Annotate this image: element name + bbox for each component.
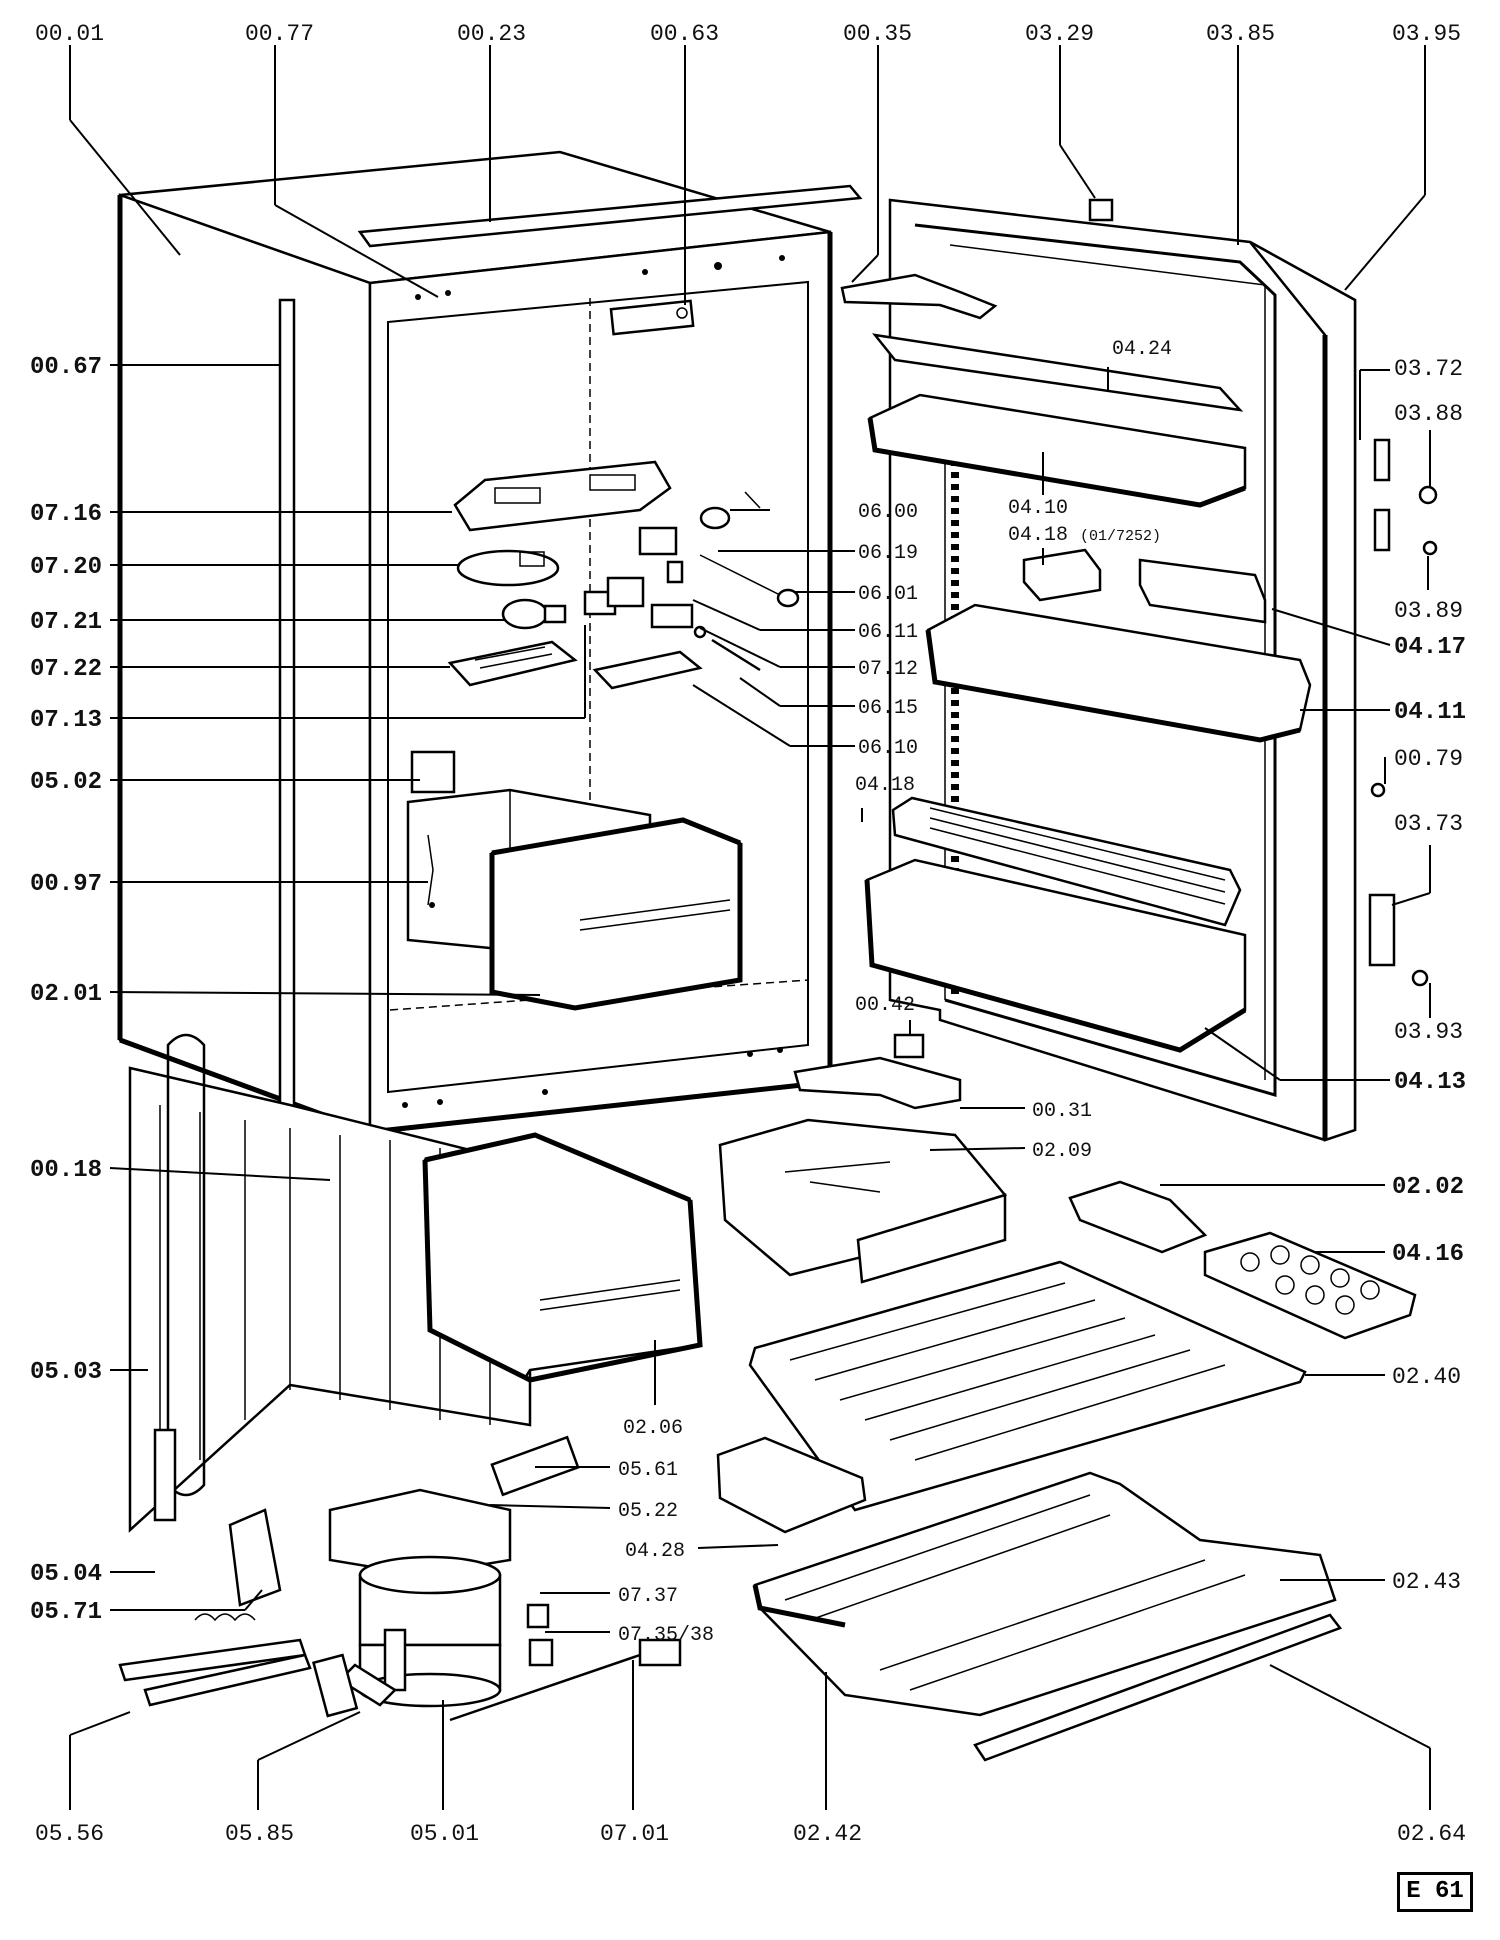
label-00-77: 00.77 [245, 21, 314, 47]
label-05-56: 05.56 [35, 1821, 104, 1847]
label-03-93: 03.93 [1394, 1019, 1463, 1045]
part-labels: 00.01 00.77 00.23 00.63 00.35 03.29 03.8… [30, 21, 1466, 1847]
label-03-73: 03.73 [1394, 811, 1463, 837]
diffuser-07-20 [456, 549, 560, 587]
label-02-09: 02.09 [1032, 1140, 1092, 1163]
label-00-97: 00.97 [30, 871, 102, 898]
label-06-15: 06.15 [858, 697, 918, 720]
label-03-88: 03.88 [1394, 401, 1463, 427]
vegetable-drawer-02-06 [422, 1132, 703, 1383]
label-00-35: 00.35 [843, 21, 912, 47]
leader-lines [69, 45, 1431, 1810]
label-06-19: 06.19 [858, 542, 918, 565]
label-05-02: 05.02 [30, 769, 102, 796]
label-07-16: 07.16 [30, 501, 102, 528]
lower-left-parts [118, 1508, 554, 1718]
label-07-35-38: 07.35/38 [618, 1624, 714, 1647]
label-02-02: 02.02 [1392, 1174, 1464, 1201]
label-04-18-upper: 04.18 [1008, 524, 1068, 547]
label-05-01: 05.01 [410, 1821, 479, 1847]
label-04-18-lower: 04.18 [855, 774, 915, 797]
thermostat-parts [592, 491, 800, 690]
label-03-89: 03.89 [1394, 598, 1463, 624]
label-06-10: 06.10 [858, 737, 918, 760]
label-03-85: 03.85 [1206, 21, 1275, 47]
label-04-13: 04.13 [1394, 1069, 1466, 1096]
label-04-28: 04.28 [625, 1540, 685, 1563]
lamp-cover-07-16 [453, 460, 672, 532]
label-07-22: 07.22 [30, 656, 102, 683]
lamp-bulb-07-21 [501, 598, 567, 630]
label-04-11: 04.11 [1394, 699, 1466, 726]
label-07-37: 07.37 [618, 1585, 678, 1608]
label-05-71: 05.71 [30, 1599, 102, 1626]
label-02-43: 02.43 [1392, 1569, 1461, 1595]
label-01-7252: (01/7252) [1080, 528, 1161, 545]
door-seal-strip-00-67 [278, 298, 296, 1147]
label-00-67: 00.67 [30, 354, 102, 381]
label-07-21: 07.21 [30, 609, 102, 636]
label-00-31: 00.31 [1032, 1100, 1092, 1123]
label-00-01: 00.01 [35, 21, 104, 47]
label-00-23: 00.23 [457, 21, 526, 47]
label-05-61: 05.61 [618, 1459, 678, 1482]
lamp-socket-07-13 [583, 576, 645, 616]
label-02-42: 02.42 [793, 1821, 862, 1847]
label-03-72: 03.72 [1394, 356, 1463, 382]
label-00-79: 00.79 [1394, 746, 1463, 772]
label-04-17: 04.17 [1394, 634, 1466, 661]
label-05-85: 05.85 [225, 1821, 294, 1847]
label-04-24: 04.24 [1112, 338, 1172, 361]
label-06-11: 06.11 [858, 621, 918, 644]
compressor-05-01 [328, 1435, 682, 1722]
label-02-40: 02.40 [1392, 1364, 1461, 1390]
label-00-42: 00.42 [855, 994, 915, 1017]
freezer-drawer-02-01 [489, 817, 743, 1011]
label-04-10: 04.10 [1008, 497, 1068, 520]
trays-and-shelves [716, 1118, 1417, 1762]
label-04-16: 04.16 [1392, 1241, 1464, 1268]
label-07-13: 07.13 [30, 707, 102, 734]
label-02-01: 02.01 [30, 981, 102, 1008]
label-02-06: 02.06 [623, 1417, 683, 1440]
label-07-20: 07.20 [30, 554, 102, 581]
label-06-01: 06.01 [858, 583, 918, 606]
page-code-box: E 61 [1397, 1872, 1473, 1912]
label-03-29: 03.29 [1025, 21, 1094, 47]
label-03-95: 03.95 [1392, 21, 1461, 47]
label-02-64: 02.64 [1397, 1821, 1466, 1847]
label-05-03: 05.03 [30, 1359, 102, 1386]
label-00-18: 00.18 [30, 1157, 102, 1184]
label-05-04: 05.04 [30, 1561, 102, 1588]
label-07-01: 07.01 [600, 1821, 669, 1847]
grille-07-22 [447, 640, 578, 687]
label-07-12: 07.12 [858, 658, 918, 681]
door-assembly [793, 198, 1438, 1142]
label-05-22: 05.22 [618, 1500, 678, 1523]
label-06-00: 06.00 [858, 501, 918, 524]
label-00-63: 00.63 [650, 21, 719, 47]
